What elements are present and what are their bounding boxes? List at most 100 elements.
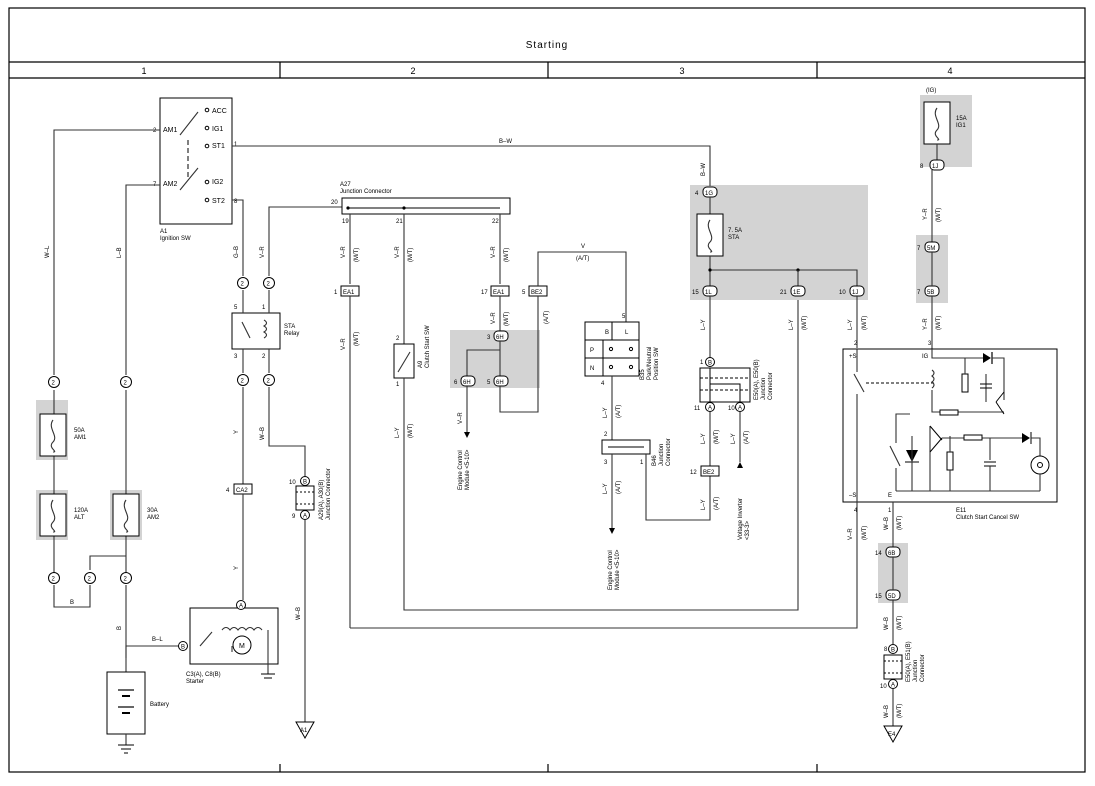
label-pin_letters-a: A [239,604,243,610]
label-connectors-e1: 1E [793,290,800,296]
ign-ig2: IG2 [212,179,223,186]
ecm-1-1: Engine Control [458,450,464,490]
label-pin_numbers-n5: 5 [522,290,526,296]
zone-1: 1 [141,66,146,76]
label-pin_numbers-n21: 21 [396,219,403,225]
label-pin_numbers-n15: 15 [875,594,882,600]
label-wire_colors-bw: B–W [499,139,512,145]
zone-4: 4 [947,66,952,76]
label-pin_numbers-n4: 4 [695,191,699,197]
zone-2: 2 [410,66,415,76]
label-pin_numbers-n6: 6 [454,380,458,386]
label-conditions-mt: (M/T) [408,424,414,438]
pn-sw-1: B35 [640,369,646,380]
label-pin_numbers-n2: 2 [241,282,245,288]
label-components-starter-motor: M [239,643,245,650]
label-pin_numbers-n21: 21 [780,290,787,296]
ign-am2: AM2 [163,181,178,188]
label-pin_numbers-n10: 10 [839,290,846,296]
label-connectors-h6: 6H [496,380,504,386]
wire-gb: G–B [234,246,240,258]
label-wire_colors-ly: L–Y [603,407,609,418]
label-pin_numbers-n7: 7 [917,290,921,296]
label-pin_letters-a: A [303,514,307,520]
label-connectors-be2: BE2 [531,290,543,296]
ign-ig1: IG1 [212,126,223,133]
label-connectors-jj: 1J [932,164,938,170]
ecm-2-1: Engine Control [608,550,614,590]
label-pin_numbers-n3: 3 [604,460,608,466]
label-pin_numbers-n4: 4 [854,508,858,514]
label-conditions-mt: (M/T) [354,332,360,346]
label-components-park_neutral-labels-1: L [625,330,629,336]
sta-relay-2: Relay [284,331,299,337]
label-components-park_neutral-labels-0: B [605,330,609,336]
diagram-title: Starting [526,40,568,51]
label-wire_colors-wb: W–B [884,617,890,630]
label-connectors-h6: 6H [463,380,471,386]
vinv-1: Voltage Inverter [738,498,744,540]
label-components-clutch_cancel-pins-0: +S [849,354,857,360]
label-conditions-mt: (M/T) [897,516,903,530]
jc-a27-2: Junction Connector [340,189,392,195]
label-wire_colors-ly: L–Y [395,427,401,438]
e11-2: Clutch Start Cancel SW [956,515,1019,521]
label-wire_colors-yr: Y–R [923,318,929,330]
label-conditions-mt: (M/T) [897,616,903,630]
label-pin_numbers-n8: 8 [884,647,888,653]
vinv-2: <33-3> [745,520,751,540]
label-pin_numbers-n7: 7 [917,246,921,252]
label-pin_numbers-n5: 5 [234,305,238,311]
jc-e51-3: Connector [920,654,926,682]
jc-e51-1: E50(A), E51(B) [906,641,912,682]
jc-b46-3: Connector [666,438,672,466]
label-connectors-b5: 5B [927,290,934,296]
e11-1: E11 [956,508,967,514]
label-pin_numbers-n22: 22 [492,219,499,225]
wire-b-1: B [70,600,74,606]
label-conditions-ig: (IG) [926,88,936,94]
label-wire_colors-yr: Y–R [923,208,929,220]
pn-sw-2: Park/Neutral [647,347,653,380]
label-conditions-mt: (M/T) [714,430,720,444]
label-wire_colors-v: V [581,244,585,250]
label-pin_letters-b: B [303,480,307,486]
label-connectors-d5: 5D [888,594,896,600]
label-pin_numbers-n3: 3 [234,354,238,360]
jc-b46-2: Junction [659,444,665,466]
label-pin_numbers-n12: 12 [690,470,697,476]
label-connectors-l1: 1L [705,290,712,296]
jc-a29-1: A29(A), A30(B) [319,480,325,520]
label-pin_numbers-n3: 3 [928,341,932,347]
label-pin_numbers-n10: 10 [880,684,887,690]
label-pin_letters-b: B [708,361,712,367]
label-pin_numbers-n4: 4 [601,381,605,387]
label-connectors-ea1: EA1 [493,290,505,296]
label-wire_colors-vr: V–R [848,528,854,540]
pn-sw-3: Position SW [654,347,660,380]
wire-y-2: Y [234,566,240,570]
label-conditions-mt: (M/T) [354,248,360,262]
starter: B B–L M C3(A), C8(B) Starter A [125,600,279,685]
label-components-park_neutral-labels-3: N [590,366,594,372]
label-wire_colors-vr: V–R [341,338,347,350]
ecm-1-2: Module <5-10> [465,449,471,490]
label-pin_numbers-n1: 1 [334,290,338,296]
label-wire_colors-bw: B–W [701,163,707,176]
starter-name-2: Starter [186,679,204,685]
label-pin_numbers-n2: 2 [124,577,128,583]
label-components-clutch_cancel-pins-3: E [888,493,892,499]
label-wire_colors-wb: W–B [884,517,890,530]
ecm-2-2: Module <5-10> [615,549,621,590]
ign-name-2: Ignition SW [160,236,191,242]
junction-a27-zone-2: A27 Junction Connector 20 19 21 22 V–R (… [331,182,799,628]
label-pin_numbers-n2: 2 [396,336,400,342]
wire-b-2: B [117,626,123,630]
jc-e51-2: Junction [913,660,919,682]
label-wire_colors-vr: V–R [458,412,464,424]
label-wire_colors-vr: V–R [491,312,497,324]
